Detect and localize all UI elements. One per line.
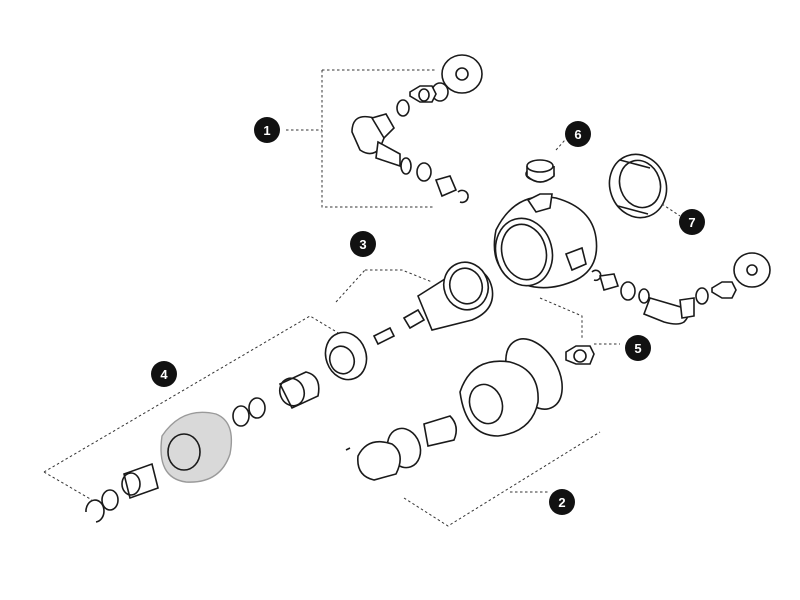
- callout-label: 6: [574, 127, 581, 142]
- leader-1: [286, 69, 435, 208]
- callout-badge: [350, 231, 376, 257]
- assembly-6: 6: [525, 121, 591, 183]
- circlip-2: [591, 269, 602, 282]
- callout-label: 2: [558, 495, 565, 510]
- body-port: [494, 217, 554, 287]
- leader-6: [555, 139, 566, 151]
- assembly-7: 7: [608, 153, 705, 235]
- ring-seal-2: [695, 287, 709, 305]
- leader-4: [43, 315, 341, 501]
- assembly-3: 3: [335, 231, 494, 346]
- o-ring-a: [400, 157, 412, 175]
- ring-seal: [396, 99, 410, 117]
- callout-label: 5: [634, 341, 641, 356]
- threaded-sleeve: [278, 371, 320, 410]
- sleeve: [123, 462, 159, 500]
- assembly-2: 2: [345, 338, 601, 527]
- washer-plate: [441, 54, 483, 94]
- o-ring-e: [248, 397, 266, 419]
- valve-body: [493, 193, 598, 289]
- callout-label: 3: [359, 237, 366, 252]
- o-ring-b: [416, 162, 432, 182]
- assembly-5: 5: [539, 297, 651, 365]
- o-ring-c: [620, 281, 636, 301]
- washer-plate-2: [733, 252, 771, 288]
- circlip-3: [85, 499, 105, 523]
- grub-screw: [345, 447, 351, 451]
- union-fitting: [565, 345, 595, 365]
- leader-2: [403, 431, 601, 527]
- outlet-assembly: [591, 252, 771, 325]
- top-boss: [526, 193, 553, 213]
- callout-label: 4: [160, 367, 168, 382]
- shroud-bore: [167, 433, 201, 471]
- cartridge-spindle: [402, 308, 426, 330]
- adapter-flange: [324, 331, 368, 381]
- spring: [372, 326, 396, 346]
- filter-insert: [434, 175, 458, 198]
- handle-sleeve: [423, 415, 458, 447]
- leader-3: [335, 269, 433, 303]
- callout-badge: [625, 335, 651, 361]
- leader-7: [661, 203, 681, 217]
- shroud-cover: [160, 411, 233, 483]
- handle-body: [459, 360, 539, 437]
- elbow-thread: [375, 140, 401, 168]
- callout-badge: [151, 361, 177, 387]
- callout-label: 7: [688, 215, 695, 230]
- callout-badge: [679, 209, 705, 235]
- handle-cap: [357, 440, 401, 481]
- callout-badge: [549, 489, 575, 515]
- hex-nut: [409, 85, 437, 103]
- circlip-1: [457, 189, 469, 204]
- o-ring-f: [232, 405, 250, 427]
- assembly-4: 4: [43, 315, 368, 523]
- filter-insert-2: [598, 273, 620, 291]
- o-ring-g: [101, 489, 119, 511]
- callout-label: 1: [263, 123, 270, 138]
- hex-nut-2: [711, 281, 737, 299]
- assembly-1: 1: [254, 54, 483, 208]
- o-ring-d: [638, 288, 650, 304]
- leader-5: [539, 297, 620, 345]
- collar-ring: [608, 153, 668, 219]
- callout-badge: [565, 121, 591, 147]
- side-boss: [564, 246, 587, 272]
- callout-badge: [254, 117, 280, 143]
